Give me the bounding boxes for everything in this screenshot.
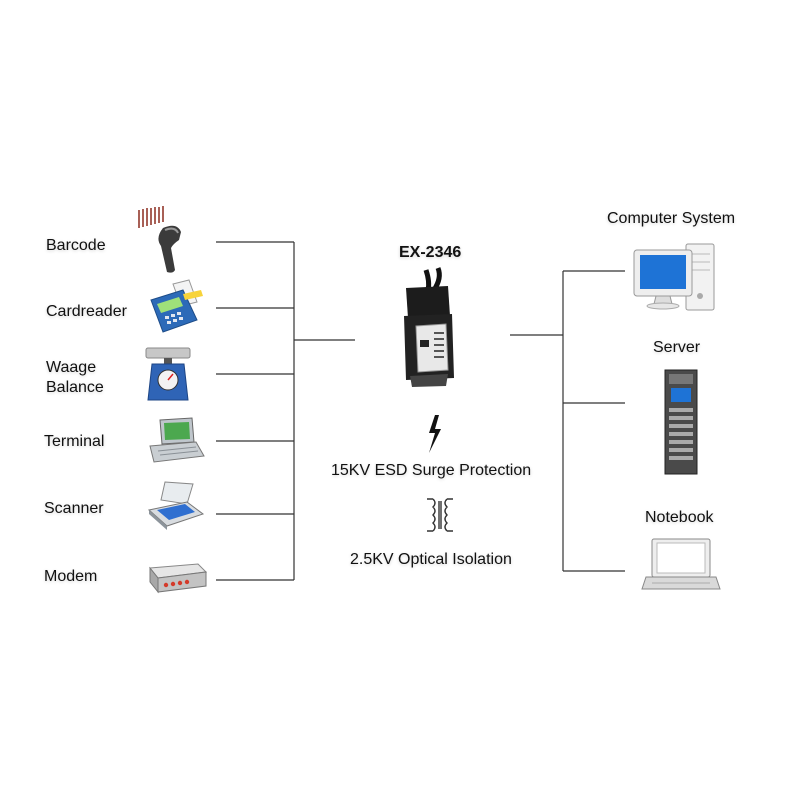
label-barcode: Barcode <box>46 237 106 254</box>
terminal-icon <box>149 417 205 463</box>
modem-icon <box>149 563 208 594</box>
label-scanner: Scanner <box>44 500 104 517</box>
label-computer-system: Computer System <box>607 210 736 227</box>
server-rack-icon <box>664 369 698 475</box>
barcode-scanner-icon <box>138 206 181 273</box>
label-terminal: Terminal <box>44 433 105 450</box>
label-cardreader: Cardreader <box>46 303 127 320</box>
card-reader-icon <box>150 279 203 333</box>
feature-esd-label: 15KV ESD Surge Protection <box>331 462 532 479</box>
label-modem: Modem <box>44 568 98 585</box>
notebook-icon <box>641 538 721 590</box>
lightning-icon <box>429 415 441 453</box>
scale-icon <box>145 347 191 401</box>
desktop-computer-icon <box>633 243 715 311</box>
label-waage-balance: Waage Balance <box>46 359 104 396</box>
flatbed-scanner-icon <box>147 481 205 530</box>
serial-adapter-icon <box>404 267 454 387</box>
transformer-icon <box>427 498 453 532</box>
product-title: EX-2346 <box>399 244 462 261</box>
label-server: Server <box>653 339 701 356</box>
label-notebook: Notebook <box>645 509 714 526</box>
feature-isolation-label: 2.5KV Optical Isolation <box>350 551 512 568</box>
